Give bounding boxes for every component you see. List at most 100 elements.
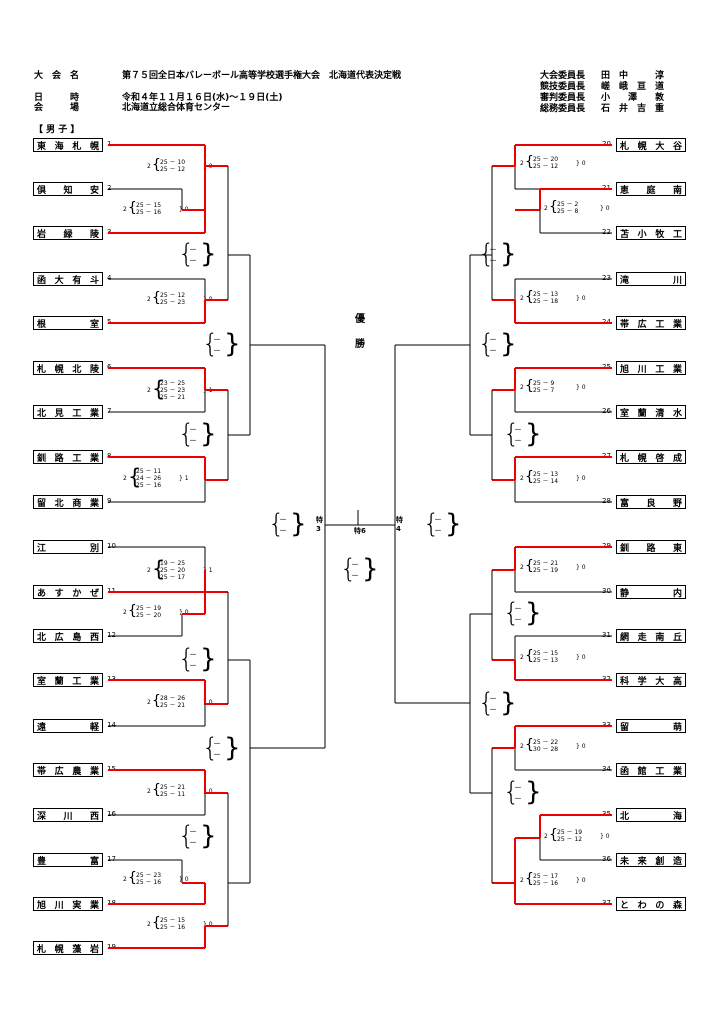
empty-score-dash: － [213, 335, 221, 344]
brace-close: } [525, 419, 542, 449]
set-score: 25 － 23 [160, 387, 186, 394]
sets-won: 2 [520, 474, 524, 482]
team-name-char: 啓 [655, 453, 665, 464]
team-name-char: 業 [89, 453, 99, 464]
team-name-char: 業 [672, 766, 682, 777]
team-1: 東海札幌 [33, 138, 103, 152]
team-22: 苫小牧工 [616, 226, 686, 240]
sets-won: 2 [147, 162, 151, 170]
team-name-char: 学 [637, 676, 647, 687]
empty-score-dash: － [514, 783, 522, 792]
brace-open: { [525, 871, 534, 887]
team-name-char: 実 [72, 900, 82, 911]
team-8: 釧路工業 [33, 450, 103, 464]
set-score: 25 － 21 [160, 394, 186, 401]
team-name-char: 札 [37, 944, 47, 955]
brace-open: { [152, 915, 161, 931]
team-name-char: 大 [54, 275, 64, 286]
team-23: 滝川 [616, 272, 686, 286]
brace-close: } [200, 239, 217, 269]
sets-won: 2 [123, 608, 127, 616]
event-venue: 北海道立総合体育センター [122, 103, 231, 113]
team-name-char: 岩 [37, 229, 47, 240]
brace-close: } [445, 509, 462, 539]
pending-match-10: {}－－ [478, 331, 517, 361]
team-name-char: わ [637, 900, 647, 911]
brace-open: { [503, 777, 520, 807]
special-6-label: 特6 [354, 527, 366, 535]
brace-close: } [290, 509, 307, 539]
set-score: 25 － 21 [160, 784, 186, 791]
brace-open: { [128, 870, 137, 886]
team-28: 富良野 [616, 495, 686, 509]
team-name-char: 造 [672, 856, 682, 867]
team-name-char: 江 [37, 543, 47, 554]
brace-open: { [152, 290, 161, 306]
brace-close: } [500, 688, 517, 718]
team-name-char: 見 [54, 408, 64, 419]
team-name-char: 大 [655, 141, 665, 152]
empty-score-dash: － [213, 750, 221, 759]
team-name-char: 富 [620, 498, 630, 509]
team-14: 遠軽 [33, 719, 103, 733]
set-score: 25 － 11 [160, 791, 186, 798]
pending-match-2: {}－－ [178, 421, 217, 451]
empty-score-dash: － [189, 425, 197, 434]
sets-lost: } 0 [576, 742, 586, 750]
sets-lost: } 0 [576, 159, 586, 167]
sets-lost: } 1 [179, 475, 189, 482]
set-score: 25 － 21 [160, 702, 186, 709]
sets-won: 2 [544, 832, 548, 840]
sets-won: 2 [147, 787, 151, 795]
team-name-char: 釧 [620, 543, 630, 554]
set-score: 25 － 12 [533, 163, 559, 170]
sets-lost: } 0 [600, 204, 610, 212]
brace-open: { [525, 737, 534, 753]
pending-match-5: {}－－ [178, 823, 217, 853]
team-name-char: 蘭 [637, 408, 647, 419]
team-name-char: す [54, 588, 64, 599]
pending-match-0: {}－－ [178, 241, 217, 271]
team-name-char: 緑 [63, 229, 73, 240]
team-24: 帯広工業 [616, 316, 686, 330]
team-number-12: 12 [107, 631, 116, 639]
brace-open: { [128, 603, 137, 619]
sets-won: 2 [520, 294, 524, 302]
team-name-char: 西 [89, 811, 99, 822]
team-name-char: 丘 [672, 632, 682, 643]
team-9: 留北商業 [33, 495, 103, 509]
team-name-char: 広 [54, 632, 64, 643]
team-name-char: 幌 [89, 141, 99, 152]
set-score: 25 － 19 [557, 829, 583, 836]
team-name-char: 北 [54, 498, 64, 509]
empty-score-dash: － [434, 515, 442, 524]
brace-close: } [362, 554, 379, 584]
brace-open: { [478, 688, 495, 718]
brace-open: { [549, 827, 558, 843]
team-name-char: 北 [620, 811, 630, 822]
team-name-char: 豊 [37, 856, 47, 867]
brace-open: { [178, 644, 195, 674]
pending-match-14: {}－－ [503, 777, 542, 809]
brace-close: } [500, 239, 517, 269]
sets-lost: } 0 [576, 876, 586, 884]
pending-match-6: {}－－ [268, 511, 307, 541]
sets-won: 2 [123, 875, 127, 883]
brace-open: { [152, 693, 161, 709]
team-12: 北広島西 [33, 629, 103, 643]
brace-open: { [152, 377, 166, 401]
sets-lost: } 0 [203, 787, 213, 795]
special-4-label: 特 4 [396, 516, 403, 533]
team-name-char: 札 [37, 364, 47, 375]
team-name-char: 野 [672, 498, 682, 509]
team-number-28: 28 [602, 497, 611, 505]
team-31: 網走南丘 [616, 629, 686, 643]
sets-lost: } 0 [600, 832, 610, 840]
label-event: 大 会 名 [34, 71, 80, 81]
team-19: 札幌藻岩 [33, 941, 103, 955]
team-name-char: 川 [672, 275, 682, 286]
official-name-1: 田 中 淳 [601, 71, 665, 81]
